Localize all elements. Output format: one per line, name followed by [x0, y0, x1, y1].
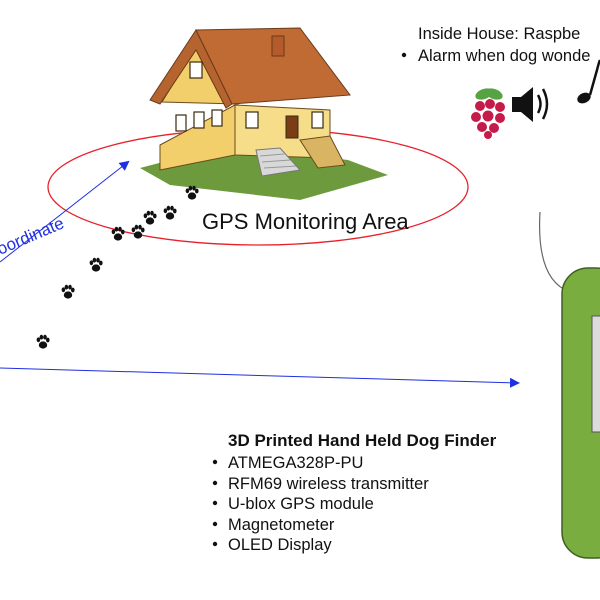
bullet-dot	[212, 480, 218, 486]
device-body	[561, 267, 600, 559]
finder-bullet-item: U-blox GPS module	[228, 495, 374, 513]
header-bullet: Alarm when dog wonde	[418, 47, 590, 65]
finder-bullet-list: ATMEGA328P-PU RFM69 wireless transmitter…	[212, 454, 429, 554]
coordinate-arrow	[0, 160, 130, 263]
finder-title: 3D Printed Hand Held Dog Finder	[228, 431, 497, 450]
bullet-dot	[212, 541, 218, 547]
coordinate-label: oordinate	[0, 213, 67, 258]
bullet-dot	[212, 459, 218, 465]
paw-print-icon	[143, 210, 157, 225]
paw-print-icon	[131, 224, 145, 239]
paw-print-icon	[163, 205, 177, 220]
finder-bullet-item: RFM69 wireless transmitter	[228, 475, 429, 493]
paw-print-icon	[61, 284, 75, 299]
paw-trail	[36, 185, 199, 349]
device-screen	[591, 315, 600, 433]
header-bullet-dot	[401, 52, 407, 58]
bullet-dot	[212, 500, 218, 506]
house-icon	[140, 27, 388, 200]
paw-print-icon	[89, 257, 103, 272]
header-title: Inside House: Raspbe	[418, 25, 580, 43]
finder-bullet-item: Magnetometer	[228, 516, 335, 534]
paw-print-icon	[36, 334, 50, 349]
finder-bullet-item: ATMEGA328P-PU	[228, 454, 363, 472]
finder-bullet-item: OLED Display	[228, 536, 332, 554]
transmission-arrow	[0, 367, 520, 388]
monitoring-area-label: GPS Monitoring Area	[202, 209, 409, 234]
speaker-icon	[512, 87, 549, 122]
bullet-dot	[212, 521, 218, 527]
music-note-icon	[577, 59, 600, 104]
raspberry-pi-icon	[471, 88, 505, 139]
